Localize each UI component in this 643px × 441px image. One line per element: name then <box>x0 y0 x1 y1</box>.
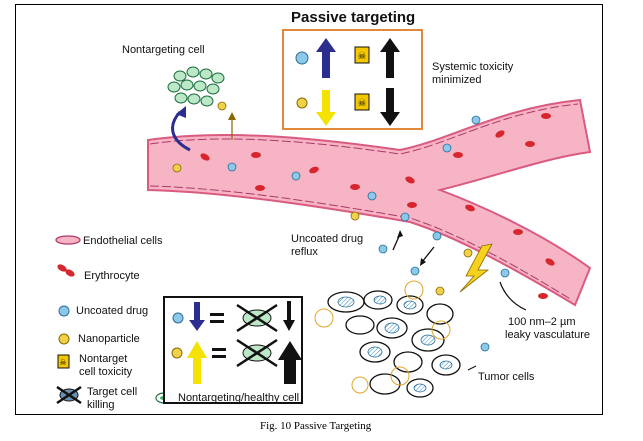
uptake-arrow <box>171 110 191 152</box>
legend-erythrocyte: Erythrocyte <box>84 270 140 282</box>
svg-text:☠: ☠ <box>59 358 66 367</box>
svg-text:☠: ☠ <box>358 51 367 62</box>
legend-killing: killing <box>87 399 115 411</box>
leak-lightning <box>459 243 493 293</box>
label-leaky-vasculature: leaky vasculature <box>505 329 590 341</box>
legend-healthy-cell: Nontargeting/healthy cell <box>178 392 300 404</box>
reflux-arrow-2 <box>421 246 435 263</box>
leak-pointer <box>499 281 527 311</box>
tumor-cell-mass <box>314 280 461 398</box>
target-killing-box <box>163 296 303 404</box>
label-reflux: reflux <box>291 246 318 258</box>
label-nontargeting-cell: Nontargeting cell <box>122 44 205 56</box>
figure-frame <box>15 4 603 415</box>
legend-uncoated-drug: Uncoated drug <box>76 305 149 317</box>
label-leaky-size: 100 nm–2 µm <box>508 316 576 328</box>
tumor-pointer <box>467 365 477 371</box>
erythrocytes <box>200 113 555 299</box>
uncoated-drugs <box>227 115 510 352</box>
legend-endothelial-cells: Endothelial cells <box>83 235 163 247</box>
legend-target-cell: Target cell <box>87 386 138 398</box>
systemic-toxicity-box <box>282 29 423 130</box>
legend-nanoparticle: Nanoparticle <box>78 333 140 345</box>
legend-cell-toxicity: cell toxicity <box>79 366 133 378</box>
nanoparticles <box>172 101 473 296</box>
figure-title: Passive targeting <box>291 9 416 26</box>
label-uncoated-drug-reflux: Uncoated drug <box>291 233 364 245</box>
legend-nontarget: Nontarget <box>79 353 128 365</box>
label-systemic-toxicity: Systemic toxicity <box>432 61 514 73</box>
label-tumor-cells: Tumor cells <box>478 371 535 383</box>
svg-text:☠: ☠ <box>358 98 367 109</box>
figure-caption: Fig. 10 Passive Targeting <box>260 420 372 432</box>
label-minimized: minimized <box>432 74 482 86</box>
nontargeting-cell-cluster <box>167 66 225 107</box>
